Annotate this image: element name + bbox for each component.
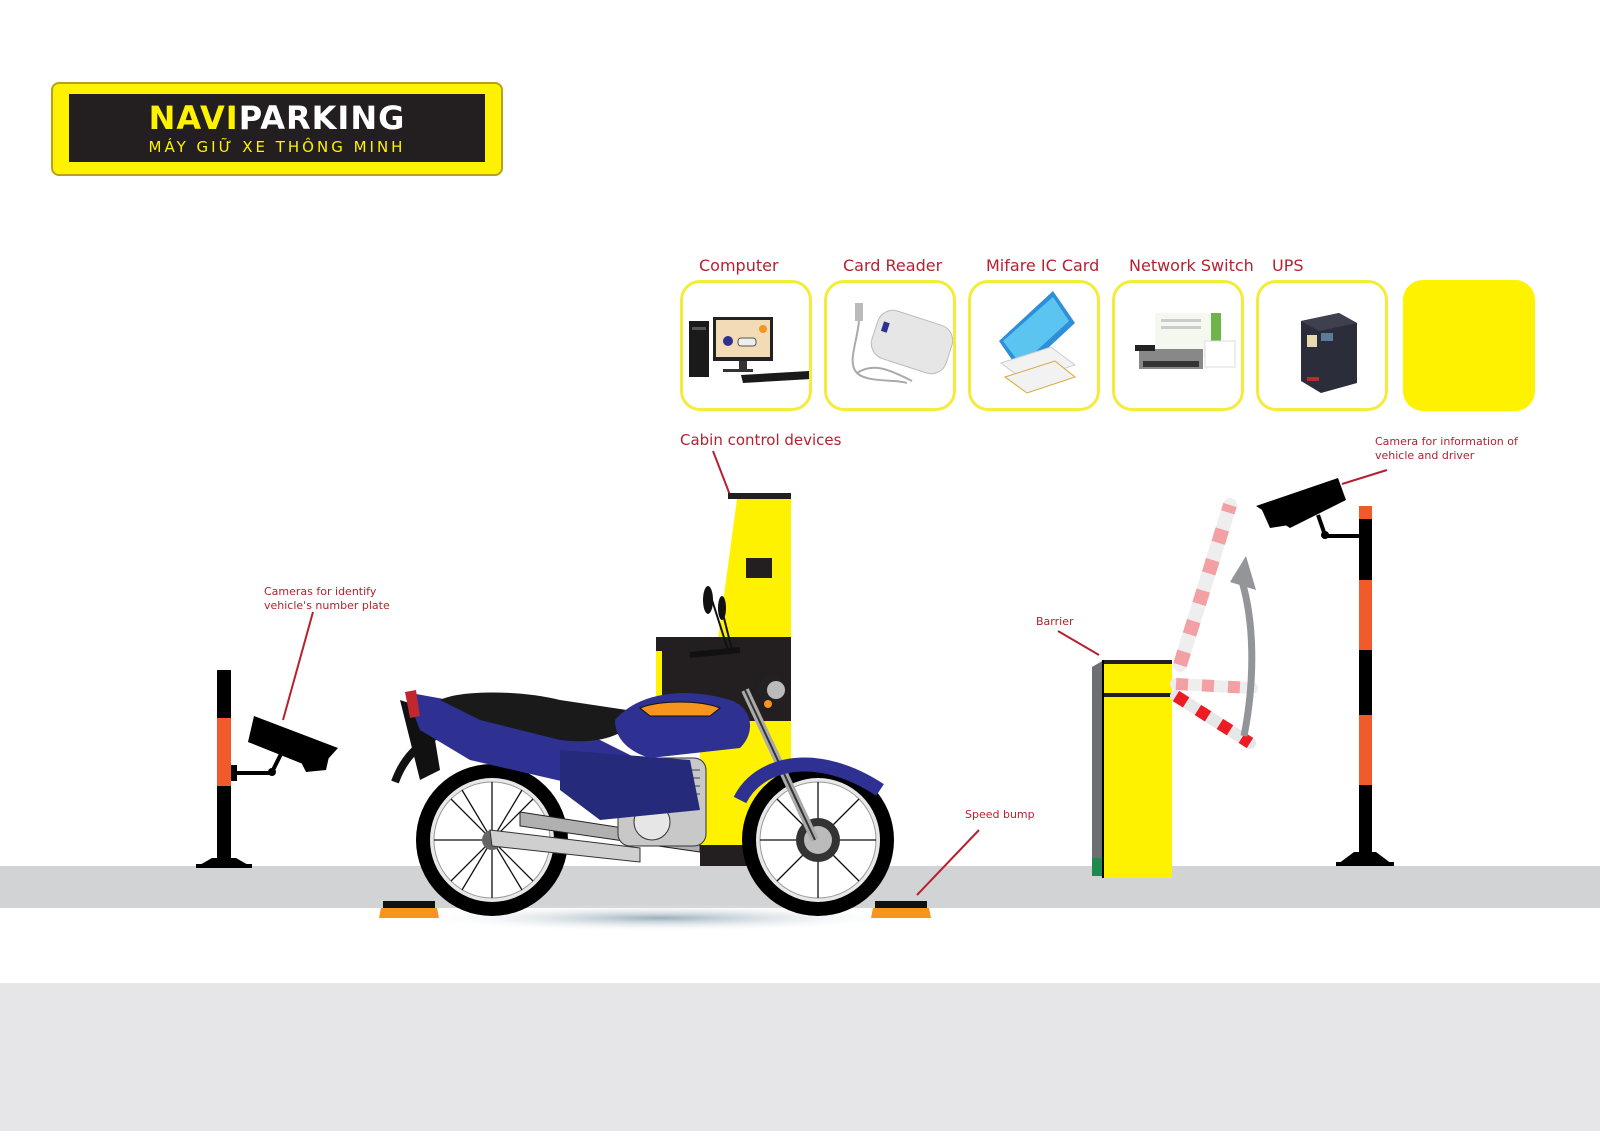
device-box-ups xyxy=(1256,280,1388,411)
driver-camera-callout-line2: vehicle and driver xyxy=(1375,449,1475,462)
driver-camera-callout: Camera for information of vehicle and dr… xyxy=(1375,435,1518,463)
motorbike xyxy=(391,586,894,916)
device-label-network-switch: Network Switch xyxy=(1129,256,1254,275)
logo-brand-navi: NAVI xyxy=(148,99,239,137)
speed-bumps xyxy=(379,901,931,918)
device-box-network-switch xyxy=(1112,280,1244,411)
driver-camera-callout-line1: Camera for information of xyxy=(1375,435,1518,448)
device-label-ic-card: Mifare IC Card xyxy=(986,256,1100,275)
speed-bump-callout-label: Speed bump xyxy=(965,808,1035,821)
device-box-computer xyxy=(680,280,812,411)
device-label-card-reader: Card Reader xyxy=(843,256,943,275)
device-box-card-reader xyxy=(824,280,956,411)
logo-title: NAVIPARKING xyxy=(69,100,485,136)
barrier-gate xyxy=(1092,498,1258,878)
bike-shadow xyxy=(410,904,910,932)
ups-icon xyxy=(1301,313,1357,393)
device-label-ups: UPS xyxy=(1272,256,1304,275)
logo-tagline: MÁY GIỮ XE THÔNG MINH xyxy=(148,138,406,156)
logo-inner-panel: NAVIPARKING MÁY GIỮ XE THÔNG MINH xyxy=(69,94,485,162)
plate-camera-callout-line1: Cameras for identify xyxy=(264,585,377,598)
card-reader-icon xyxy=(851,303,953,384)
device-box-ic-card xyxy=(968,280,1100,411)
plate-camera-callout-line2: vehicle's number plate xyxy=(264,599,390,612)
naviparking-logo: NAVIPARKING MÁY GIỮ XE THÔNG MINH xyxy=(51,82,503,176)
barrier-callout-label: Barrier xyxy=(1036,615,1074,628)
cabin-callout-label: Cabin control devices xyxy=(680,431,842,449)
ic-card-icon xyxy=(999,291,1077,394)
driver-camera-pole xyxy=(1256,478,1394,866)
network-switch-icon xyxy=(1135,313,1236,369)
plate-camera-pole xyxy=(196,670,338,868)
logo-brand-parking: PARKING xyxy=(238,99,406,137)
leader-lines xyxy=(282,450,1388,896)
plate-camera-callout: Cameras for identify vehicle's number pl… xyxy=(264,585,390,613)
floor-area xyxy=(0,983,1600,1131)
device-label-computer: Computer xyxy=(699,256,779,275)
device-box-empty xyxy=(1403,280,1535,411)
computer-icon xyxy=(689,317,809,383)
